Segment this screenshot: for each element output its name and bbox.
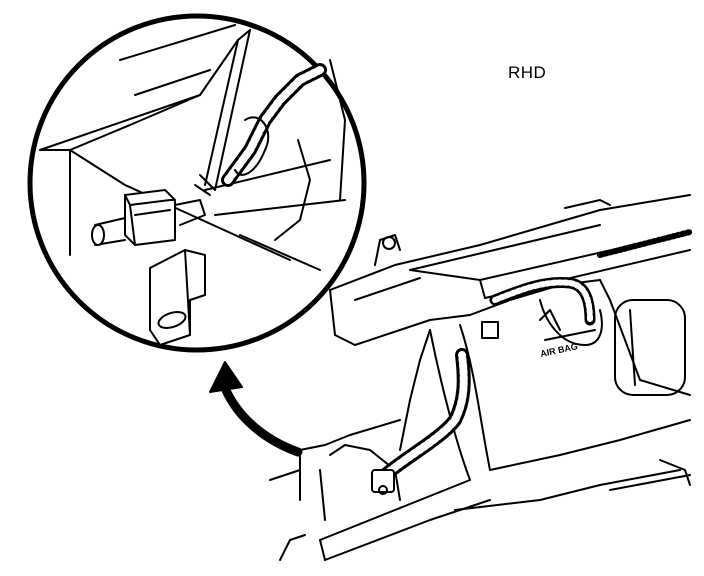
mounting-bracket xyxy=(149,249,206,346)
instrument-panel xyxy=(269,194,693,561)
detail-wire-harness xyxy=(221,63,327,187)
detail-callout-arrow xyxy=(209,361,303,457)
wiring-connector xyxy=(91,189,206,246)
airbag-label: AIR BAG xyxy=(539,341,578,359)
rhd-label: RHD xyxy=(508,63,547,82)
airbag-module xyxy=(539,309,596,341)
main-wire-harness xyxy=(371,276,596,495)
detail-magnifier xyxy=(27,13,367,353)
